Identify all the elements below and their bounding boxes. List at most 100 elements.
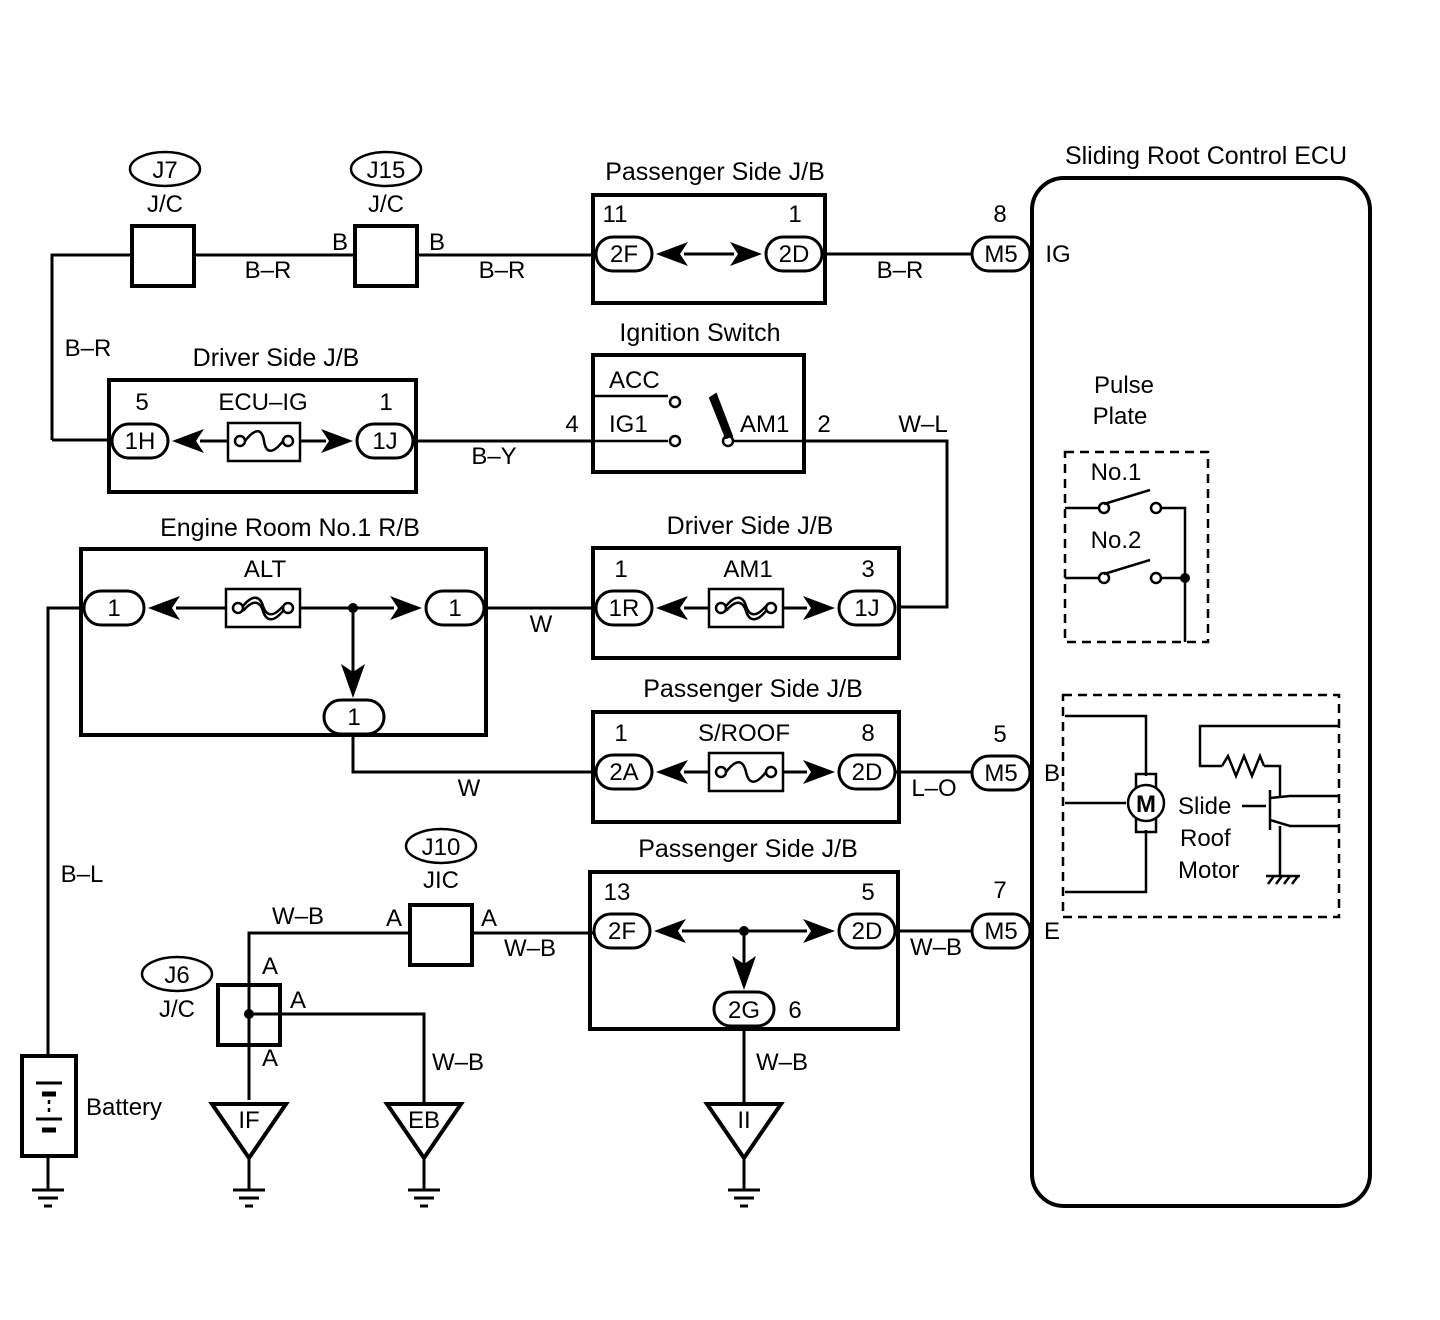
j10-junction-connector: J10 JIC A A xyxy=(386,827,497,967)
wire-label-wl: W–L xyxy=(898,411,947,438)
arrow-left-icon xyxy=(654,919,686,943)
pjb-bot-title: Passenger Side J/B xyxy=(638,835,858,863)
ecu-pin-e-term: E xyxy=(1044,918,1060,945)
ground-eb-label: EB xyxy=(408,1107,440,1134)
arrow-left-icon xyxy=(172,429,204,453)
engine-rb-conn-right: 1 xyxy=(448,595,461,622)
wire-label-wb-eb: W–B xyxy=(432,1049,484,1076)
j10-pin-left: A xyxy=(386,905,402,932)
j15-id: J15 xyxy=(367,157,406,184)
wire-br-left-vertical xyxy=(50,253,132,440)
arrow-right-icon xyxy=(390,596,422,620)
wire-label-by: B–Y xyxy=(471,443,516,470)
motor-icon: M xyxy=(1126,772,1166,834)
ground-eb: EB xyxy=(383,1102,465,1208)
ground-hatch-icon xyxy=(1267,875,1299,885)
ignition-title: Ignition Switch xyxy=(619,319,780,347)
pjb-bot-conn-bottom: 2G xyxy=(728,997,760,1024)
ig1-contact-icon xyxy=(668,434,682,448)
arrow-left-icon xyxy=(656,596,688,620)
engine-rb-conn-left: 1 xyxy=(107,595,120,622)
djb-mid-fuse-label: AM1 xyxy=(723,556,772,583)
wire-bl xyxy=(46,606,84,1058)
driver-side-jb-mid: Driver Side J/B 1 AM1 3 1R 1J xyxy=(591,512,901,660)
motor-wire-top xyxy=(1065,714,1148,776)
j15-type: J/C xyxy=(368,191,404,218)
j7-type: J/C xyxy=(147,191,183,218)
arrow-right-icon xyxy=(730,242,762,266)
pulse-switch-1-label: No.1 xyxy=(1091,459,1142,486)
passenger-side-jb-mid: Passenger Side J/B 1 S/ROOF 8 2A 2D xyxy=(591,675,901,824)
fusible-link-icon xyxy=(176,587,394,629)
j10-pin-right: A xyxy=(481,905,497,932)
pjb-bot-pin-left: 13 xyxy=(604,879,631,906)
j6-pin-top: A xyxy=(262,953,278,980)
ground-symbol-icon xyxy=(408,1158,440,1208)
pjb-top-pin-right: 1 xyxy=(788,201,801,228)
j6-type: J/C xyxy=(159,996,195,1023)
ecu-pin-b-term: B xyxy=(1044,760,1060,787)
motor-box xyxy=(1061,693,1341,919)
motor-label-1: Slide xyxy=(1178,793,1231,820)
djb-mid-pin-right: 3 xyxy=(861,556,874,583)
battery-label: Battery xyxy=(86,1094,162,1121)
sliding-roof-control-ecu: Sliding Root Control ECU 8 M5 IG 5 M5 B … xyxy=(970,142,1372,1208)
pulse-plate-label-1: Pulse xyxy=(1094,372,1154,399)
ground-ii-label: II xyxy=(737,1107,750,1134)
acc-contact-icon xyxy=(668,395,682,409)
j15-pin-left: B xyxy=(332,229,348,256)
pjb-bot-conn-right: 2D xyxy=(852,918,883,945)
pjb-top-conn-right: 2D xyxy=(779,241,810,268)
ground-symbol-icon xyxy=(233,1158,265,1208)
djb-top-fuse-label: ECU–IG xyxy=(218,389,307,416)
wire-label-lo: L–O xyxy=(911,775,956,802)
djb-top-conn-left: 1H xyxy=(125,428,156,455)
j6-id: J6 xyxy=(164,962,189,989)
motor-label-2: Roof xyxy=(1180,825,1231,852)
pjb-mid-conn-right: 2D xyxy=(852,759,883,786)
wire-label-w-bottom: W xyxy=(458,775,481,802)
ground-ii: II xyxy=(703,1102,785,1208)
pjb-bot-pin-right: 5 xyxy=(861,879,874,906)
ignition-switch: Ignition Switch ACC IG1 AM1 4 2 xyxy=(565,319,831,474)
j15-junction-connector: J15 J/C B B xyxy=(332,150,445,288)
pulse-plate-box xyxy=(1063,450,1210,644)
ground-if-label: IF xyxy=(238,1107,259,1134)
arrow-left-icon xyxy=(148,596,180,620)
pjb-top-pin-left: 11 xyxy=(603,201,628,228)
pjb-mid-conn-left: 2A xyxy=(609,759,638,786)
arrow-right-icon xyxy=(803,760,835,784)
engine-rb-conn-bottom: 1 xyxy=(347,704,360,731)
wire-w-bottom xyxy=(351,734,596,774)
j6-pin-right: A xyxy=(290,987,306,1014)
j6-junction-connector: J6 J/C A A A xyxy=(140,953,306,1072)
ecu-pin-ig-number: 8 xyxy=(993,201,1006,228)
ignition-ig1-label: IG1 xyxy=(609,411,648,438)
ignition-am1-label: AM1 xyxy=(740,411,789,438)
ground-symbol-icon xyxy=(728,1158,760,1208)
j7-id: J7 xyxy=(152,157,177,184)
djb-mid-conn-right: 1J xyxy=(854,595,879,622)
wire-label-br-mid: B–R xyxy=(479,257,526,284)
passenger-side-jb-top: Passenger Side J/B 11 1 2F 2D xyxy=(591,158,827,305)
ignition-pin-in: 4 xyxy=(565,411,578,438)
arrow-left-icon xyxy=(656,242,688,266)
ecu-pin-b-conn: M5 xyxy=(984,760,1017,787)
djb-top-pin-left: 5 xyxy=(135,389,148,416)
motor-label-3: Motor xyxy=(1178,857,1239,884)
fusible-link-icon xyxy=(684,587,807,629)
engine-rb-title: Engine Room No.1 R/B xyxy=(160,514,420,542)
djb-mid-conn-left: 1R xyxy=(609,595,640,622)
pjb-mid-pin-left: 1 xyxy=(614,720,627,747)
ecu-pin-e-number: 7 xyxy=(993,877,1006,904)
djb-top-conn-right: 1J xyxy=(372,428,397,455)
pulse-switch-1-icon xyxy=(1065,488,1187,578)
wire-label-wb-ii: W–B xyxy=(756,1049,808,1076)
pulse-switch-2-label: No.2 xyxy=(1091,527,1142,554)
arrow-down-icon xyxy=(341,664,365,698)
j6-pin-bottom: A xyxy=(262,1045,278,1072)
transistor-icon xyxy=(1198,724,1339,885)
djb-mid-pin-left: 1 xyxy=(614,556,627,583)
djb-top-title: Driver Side J/B xyxy=(193,344,360,372)
